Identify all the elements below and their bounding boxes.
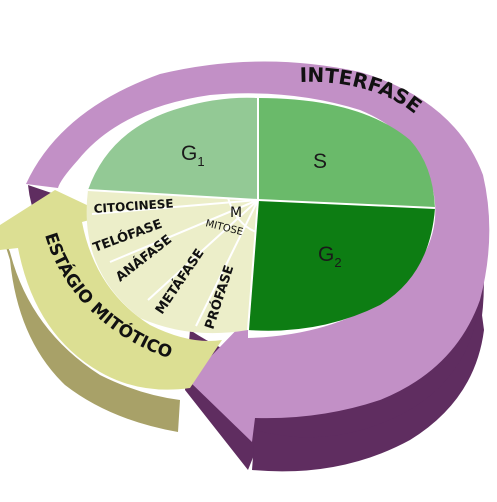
s-sector bbox=[258, 98, 435, 208]
sector-dividers bbox=[87, 98, 436, 331]
g1-sector bbox=[88, 97, 258, 200]
m-label: M bbox=[230, 205, 242, 221]
s-label: S bbox=[313, 150, 327, 173]
mitotic-arrow-top bbox=[0, 190, 222, 390]
interphase-arrow-side-bottom bbox=[252, 300, 484, 472]
g2-sector bbox=[248, 200, 435, 331]
g1-label: G1 bbox=[181, 142, 205, 169]
mitotic-arrow-side bbox=[0, 228, 180, 432]
citocinese-label: CITOCINESE bbox=[93, 196, 174, 216]
interphase-arrow-top bbox=[26, 61, 490, 442]
mitotic-disk-section bbox=[86, 190, 258, 334]
g2-label: G2 bbox=[318, 243, 342, 270]
